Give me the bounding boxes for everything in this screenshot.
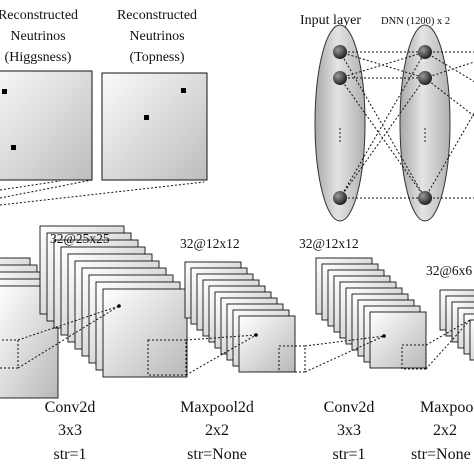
feature-map-sheet bbox=[102, 288, 188, 378]
topness-panel: Reconstructed Neutrinos (Topness) bbox=[101, 8, 208, 181]
dnn-label: DNN (1200) x 2 bbox=[381, 16, 450, 27]
topness-image bbox=[101, 72, 208, 181]
topness-title-line-2: Neutrinos bbox=[129, 29, 184, 44]
receptive-field-connector bbox=[17, 305, 120, 341]
hidden-node bbox=[418, 71, 432, 85]
hidden-node bbox=[418, 191, 432, 205]
receptive-field-point bbox=[254, 333, 258, 337]
stack-4-shape-label: 32@6x6 bbox=[426, 263, 472, 278]
conv1-stack bbox=[39, 225, 188, 378]
topness-hit-dot bbox=[144, 115, 149, 120]
pool1-receptive-box bbox=[278, 345, 306, 373]
receptive-field-point bbox=[117, 304, 121, 308]
input-node bbox=[333, 191, 347, 205]
higgsness-panel: Reconstructed Neutrinos (Higgsness) bbox=[0, 8, 93, 181]
receptive-field-connector bbox=[425, 319, 471, 370]
feature-map-stacks bbox=[0, 225, 474, 399]
layer-4-stride: str=None bbox=[411, 446, 471, 463]
receptive-field-connector bbox=[304, 335, 385, 347]
pool2-stack bbox=[439, 289, 474, 361]
feature-map-sheet bbox=[463, 313, 474, 355]
hidden-node bbox=[418, 45, 432, 59]
receptive-field-connector bbox=[185, 334, 257, 376]
layer-labels: Conv2d 3x3 str=1 Maxpool2d 2x2 str=None … bbox=[45, 399, 474, 463]
layer-1-stride: str=1 bbox=[53, 446, 86, 463]
higgsness-title-line-3: (Higgsness) bbox=[5, 50, 72, 65]
receptive-field-point bbox=[382, 334, 386, 338]
higgsness-image bbox=[0, 70, 93, 181]
input-node bbox=[333, 45, 347, 59]
stack-2-shape-label: 32@12x12 bbox=[180, 236, 240, 251]
dnn-connections bbox=[339, 51, 474, 199]
stack-3-shape-label: 32@12x12 bbox=[299, 236, 359, 251]
layer-2-stride: str=None bbox=[187, 446, 247, 463]
input-receptive-box bbox=[0, 339, 19, 369]
conv2-stack bbox=[315, 257, 427, 369]
topness-hit-dot bbox=[181, 88, 186, 93]
layer-3-kernel: 3x3 bbox=[337, 422, 361, 439]
layer-4-name: Maxpool2d bbox=[420, 399, 474, 416]
layer-2-name: Maxpool2d bbox=[180, 399, 254, 416]
higgsness-hit-dot bbox=[11, 145, 16, 150]
stack-1-shape-label: 32@25x25 bbox=[50, 231, 110, 246]
feature-map-sheet bbox=[369, 311, 427, 369]
higgsness-title-line-1: Reconstructed bbox=[0, 8, 78, 23]
layer-4-kernel: 2x2 bbox=[433, 422, 457, 439]
pool1-stack bbox=[184, 261, 296, 373]
dnn-block: Input layer DNN (1200) x 2 bbox=[300, 13, 474, 222]
higgsness-hit-dot bbox=[2, 89, 7, 94]
layer-1-kernel: 3x3 bbox=[58, 422, 82, 439]
topness-title-line-1: Reconstructed bbox=[117, 8, 197, 23]
feature-map-sheet bbox=[238, 315, 296, 373]
conv2-receptive-box bbox=[401, 344, 427, 370]
conv1-receptive-box bbox=[147, 339, 187, 376]
higgsness-title-line-2: Neutrinos bbox=[10, 29, 65, 44]
layer-3-stride: str=1 bbox=[332, 446, 365, 463]
receptive-field-connector bbox=[304, 335, 385, 373]
stack-shape-labels: 32@25x25 32@12x12 32@12x12 32@6x6 bbox=[50, 231, 472, 278]
input-layer-label: Input layer bbox=[300, 13, 361, 28]
layer-3-name: Conv2d bbox=[324, 399, 375, 416]
receptive-field-connector bbox=[425, 319, 471, 346]
topness-title-line-3: (Topness) bbox=[129, 50, 184, 65]
feature-map-sheet bbox=[469, 319, 474, 361]
layer-1-name: Conv2d bbox=[45, 399, 96, 416]
layer-2-kernel: 2x2 bbox=[205, 422, 229, 439]
panel-to-stack-connectors bbox=[0, 179, 205, 206]
input-node bbox=[333, 71, 347, 85]
